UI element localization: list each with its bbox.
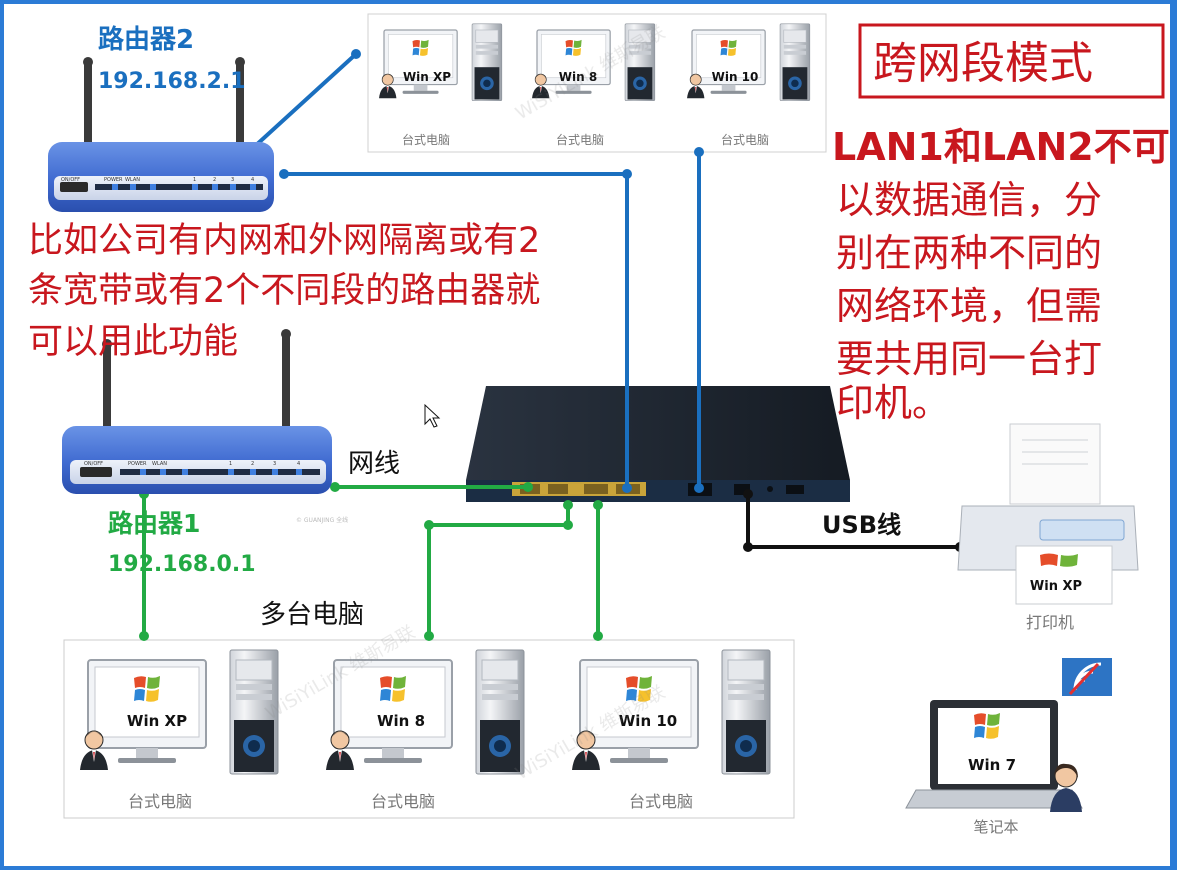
printer [957, 423, 1139, 605]
top-pc-1-os: Win XP [403, 70, 451, 84]
router-2-wlan-label: WLAN [125, 177, 140, 183]
router-2-onoff-label: ON/OFF [61, 177, 80, 183]
left-description: 比如公司有内网和外网隔离或有2 条宽带或有2个不同段的路由器就 可以用此功能 [28, 221, 540, 362]
laptop [905, 700, 1083, 812]
router-2-port-3-label: 3 [231, 177, 234, 183]
bottom-pc-3-caption: 台式电脑 [629, 792, 693, 811]
bottom-pc-1-caption: 台式电脑 [128, 792, 192, 811]
router-1-onoff-label: ON/OFF [84, 461, 103, 467]
cable-label: 网线 [348, 449, 400, 479]
wifi-icon [1062, 658, 1112, 696]
router-2-port-1-label: 1 [193, 177, 196, 183]
right-desc-line-2: 以数据通信，分 [836, 178, 1102, 222]
top-pc-3-os: Win 10 [712, 70, 759, 84]
top-pc-3-caption: 台式电脑 [721, 132, 769, 147]
router-2-name: 路由器2 [98, 24, 194, 55]
multi-pc-label: 多台电脑 [260, 600, 364, 630]
diagram-title: 跨网段模式 [873, 38, 1093, 89]
router-2-port-2-label: 2 [213, 177, 216, 183]
printer-os: Win XP [1030, 579, 1082, 594]
right-desc-line-3: 别在两种不同的 [836, 231, 1102, 275]
top-pc-2-caption: 台式电脑 [556, 132, 604, 147]
router-1-port-4-label: 4 [297, 461, 300, 467]
router-1-port-1-label: 1 [229, 461, 232, 467]
laptop-os: Win 7 [968, 756, 1016, 774]
top-pc-2-os: Win 8 [559, 70, 597, 84]
printer-caption: 打印机 [1026, 613, 1074, 632]
left-desc-line-1: 比如公司有内网和外网隔离或有2 [28, 221, 540, 261]
router-1: ON/OFF POWER WLAN 1 2 3 4 © GUANJING 全线 [62, 329, 348, 524]
green-cable-dots [139, 482, 603, 641]
router-2-power-label: POWER [104, 177, 123, 183]
mouse-cursor-icon [424, 403, 441, 428]
usb-cable [743, 489, 965, 552]
router-2-ip: 192.168.2.1 [98, 69, 246, 94]
bottom-pc-1-os: Win XP [127, 712, 187, 730]
router-1-port-3-label: 3 [273, 461, 276, 467]
router-1-power-label: POWER [128, 461, 147, 467]
router-2-port-4-label: 4 [251, 177, 254, 183]
laptop-caption: 笔记本 [973, 818, 1018, 836]
left-desc-line-2: 条宽带或有2个不同段的路由器就 [28, 271, 540, 311]
top-pc-1-caption: 台式电脑 [402, 132, 450, 147]
left-desc-line-3: 可以用此功能 [28, 322, 238, 362]
title-box [858, 23, 1165, 99]
router-2: ON/OFF POWER WLAN 1 2 3 4 [48, 57, 274, 212]
right-desc-line-6: 印机。 [836, 381, 950, 425]
bottom-pc-2-caption: 台式电脑 [371, 792, 435, 811]
right-desc-line-4: 网络环境，但需 [836, 284, 1102, 328]
right-description: LAN1和LAN2不可 以数据通信，分 别在两种不同的 网络环境，但需 要共用同… [832, 125, 1170, 425]
router-1-brand: © GUANJING 全线 [296, 516, 348, 524]
router-1-port-2-label: 2 [251, 461, 254, 467]
green-cables [142, 485, 600, 638]
router-1-name: 路由器1 [108, 509, 200, 538]
usb-label: USB线 [822, 511, 901, 539]
right-desc-line-5: 要共用同一台打 [836, 337, 1102, 381]
router-1-wlan-label: WLAN [152, 461, 167, 467]
bottom-pc-2-os: Win 8 [377, 712, 425, 730]
right-desc-line-1: LAN1和LAN2不可 [832, 125, 1170, 169]
router-1-ip: 192.168.0.1 [108, 552, 256, 577]
bottom-pc-3-os: Win 10 [619, 712, 677, 730]
print-server-box [466, 386, 850, 502]
